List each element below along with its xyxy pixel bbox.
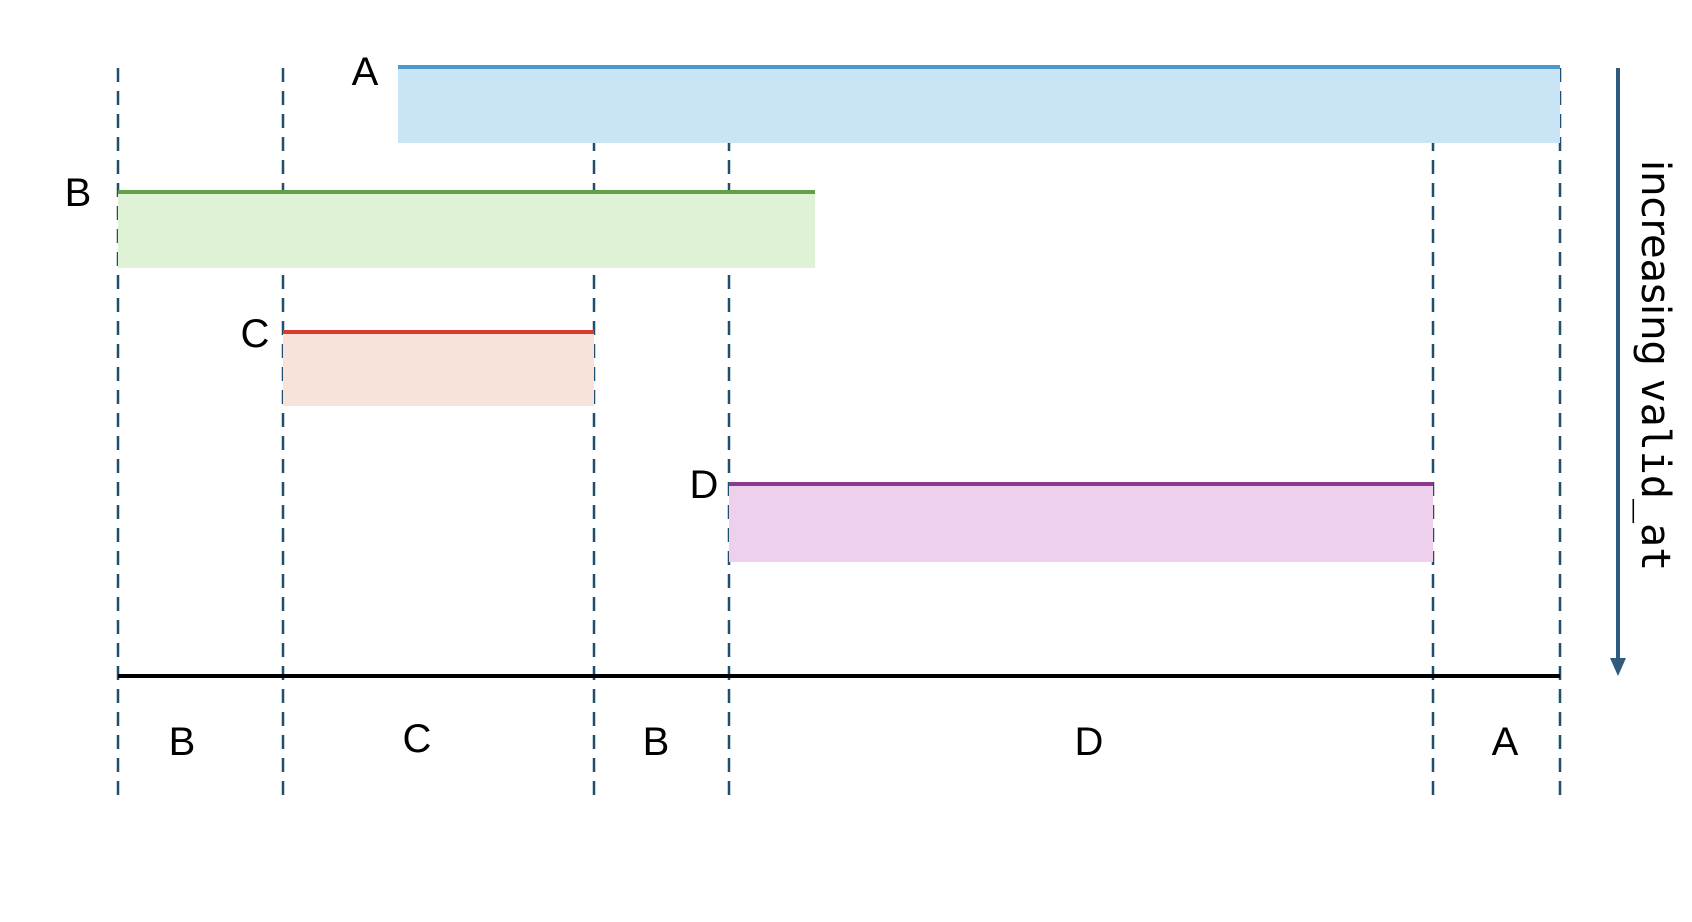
result-segments: B C B D A	[169, 717, 1519, 764]
arrow-down-icon	[1610, 658, 1626, 676]
interval-b-label: B	[65, 171, 92, 215]
interval-c-label: C	[241, 312, 270, 356]
interval-c-bar	[283, 332, 594, 406]
interval-d-label: D	[690, 463, 719, 507]
axis-label-prefix: increasing	[1632, 160, 1678, 379]
result-segment-label: B	[169, 720, 196, 764]
result-segment-label: C	[403, 717, 432, 761]
interval-c: C	[241, 312, 594, 406]
interval-a: A	[352, 50, 1560, 143]
interval-d: D	[690, 463, 1433, 562]
result-segment-label: B	[643, 720, 670, 764]
result-segment-label: D	[1075, 720, 1104, 764]
interval-a-label: A	[352, 50, 379, 94]
result-segment-label: A	[1492, 720, 1519, 764]
interval-a-bar	[398, 67, 1560, 143]
interval-b-bar	[118, 192, 815, 268]
interval-b: B	[65, 171, 815, 268]
interval-d-bar	[729, 484, 1433, 562]
valid-at-axis-label: increasing valid_at	[1632, 160, 1678, 571]
axis-label-code: valid_at	[1632, 379, 1678, 572]
valid-at-arrow	[1610, 68, 1626, 676]
guide-lines	[116, 68, 1562, 800]
